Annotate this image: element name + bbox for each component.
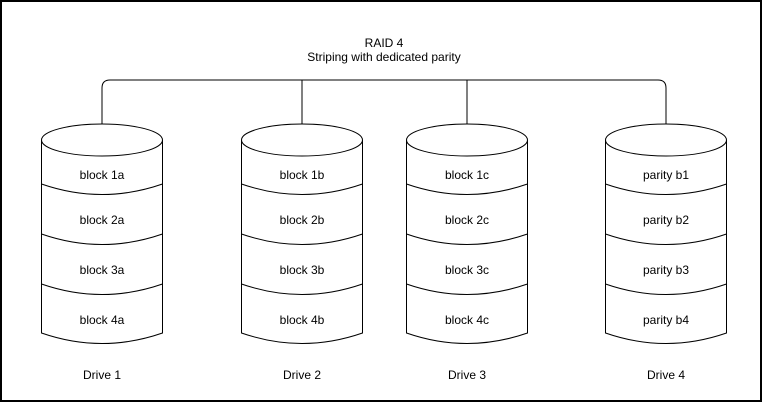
cylinder-divider [41,283,163,295]
cylinder-top [605,123,727,157]
cylinder-divider [406,183,528,195]
cylinder-divider [605,183,727,195]
cylinder-top [41,123,163,157]
drive-3-cylinder: block 1c block 2c block 3c block 4c Driv… [406,123,528,382]
cylinder-divider [605,233,727,245]
drive-label: Drive 2 [283,368,321,382]
cylinder-divider [41,183,163,195]
drive-2-cylinder: block 1b block 2b block 3b block 4b Driv… [241,123,363,382]
block-label: block 2a [80,213,125,227]
drive-1-cylinder: block 1a block 2a block 3a block 4a Driv… [41,123,163,382]
cylinder-body [406,140,528,344]
cylinder-top [241,123,363,157]
block-label: block 1a [80,168,125,182]
drive-label: Drive 1 [83,368,121,382]
block-label: parity b1 [643,168,689,182]
diagram-title: RAID 4 [365,36,404,50]
drive-label: Drive 4 [647,368,685,382]
cylinder-top [406,123,528,157]
block-label: block 2b [280,213,325,227]
cylinder-body [605,140,727,344]
drive-4-cylinder: parity b1 parity b2 parity b3 parity b4 … [605,123,727,382]
cylinder-divider [241,183,363,195]
diagram-subtitle: Striping with dedicated parity [307,50,460,64]
block-label: block 3b [280,263,325,277]
cylinder-body [41,140,163,344]
block-label: block 2c [445,213,489,227]
block-label: block 4c [445,313,489,327]
cylinder-divider [241,283,363,295]
cylinder-body [241,140,363,344]
block-label: parity b3 [643,263,689,277]
block-label: block 3c [445,263,489,277]
bus-connector-line [101,79,667,124]
block-label: parity b2 [643,213,689,227]
block-label: block 4b [280,313,325,327]
cylinder-divider [241,233,363,245]
block-label: block 4a [80,313,125,327]
block-label: block 1b [280,168,325,182]
cylinder-divider [406,283,528,295]
cylinder-divider [41,233,163,245]
cylinder-divider [605,283,727,295]
block-label: block 3a [80,263,125,277]
block-label: parity b4 [643,313,689,327]
cylinder-divider [406,233,528,245]
drive-label: Drive 3 [448,368,486,382]
block-label: block 1c [445,168,489,182]
